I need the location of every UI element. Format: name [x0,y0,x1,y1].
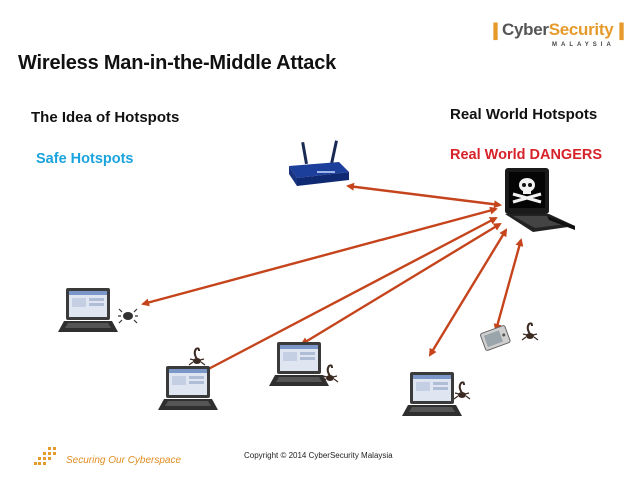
arrow-laptop-1 [141,206,498,307]
scorpion-icon [188,347,206,366]
laptop-icon [58,288,118,332]
safe-hotspots-label: Safe Hotspots [36,151,134,167]
scorpion-icon [521,322,539,341]
cybersecurity-malaysia-logo: || CyberSecurity || MALAYSIA [492,14,632,48]
laptop-icon [269,342,329,386]
arrow-laptop-2 [195,216,498,377]
idea-heading: The Idea of Hotspots [31,109,180,126]
logo-bars-left: || [492,20,499,40]
slide-title: Wireless Man-in-the-Middle Attack [18,52,337,74]
logo-country: MALAYSIA [552,42,615,48]
scorpion-icon [453,381,471,400]
bug-icon [118,308,138,324]
arrow-router [346,182,502,209]
pda-icon [480,325,511,351]
attacker-laptop-icon [505,168,575,232]
logo-wordmark: CyberSecurity [502,20,614,39]
attack-arrows [141,182,524,377]
router-icon [289,140,349,186]
real-world-dangers-label: Real World DANGERS [450,147,603,163]
scorpion-icon [321,364,339,383]
arrow-laptop-4 [428,228,508,357]
skull-icon [512,178,542,204]
real-world-heading: Real World Hotspots [450,106,598,123]
footer-copyright: Copyright © 2014 CyberSecurity Malaysia [244,451,393,460]
laptop-icon [158,366,218,410]
footer-dots-logo [34,447,56,465]
arrow-laptop-3 [300,222,502,346]
arrow-pda [493,238,524,332]
logo-bars-right: || [618,20,625,40]
laptop-icon [402,372,462,416]
footer-tagline: Securing Our Cyberspace [66,455,182,466]
